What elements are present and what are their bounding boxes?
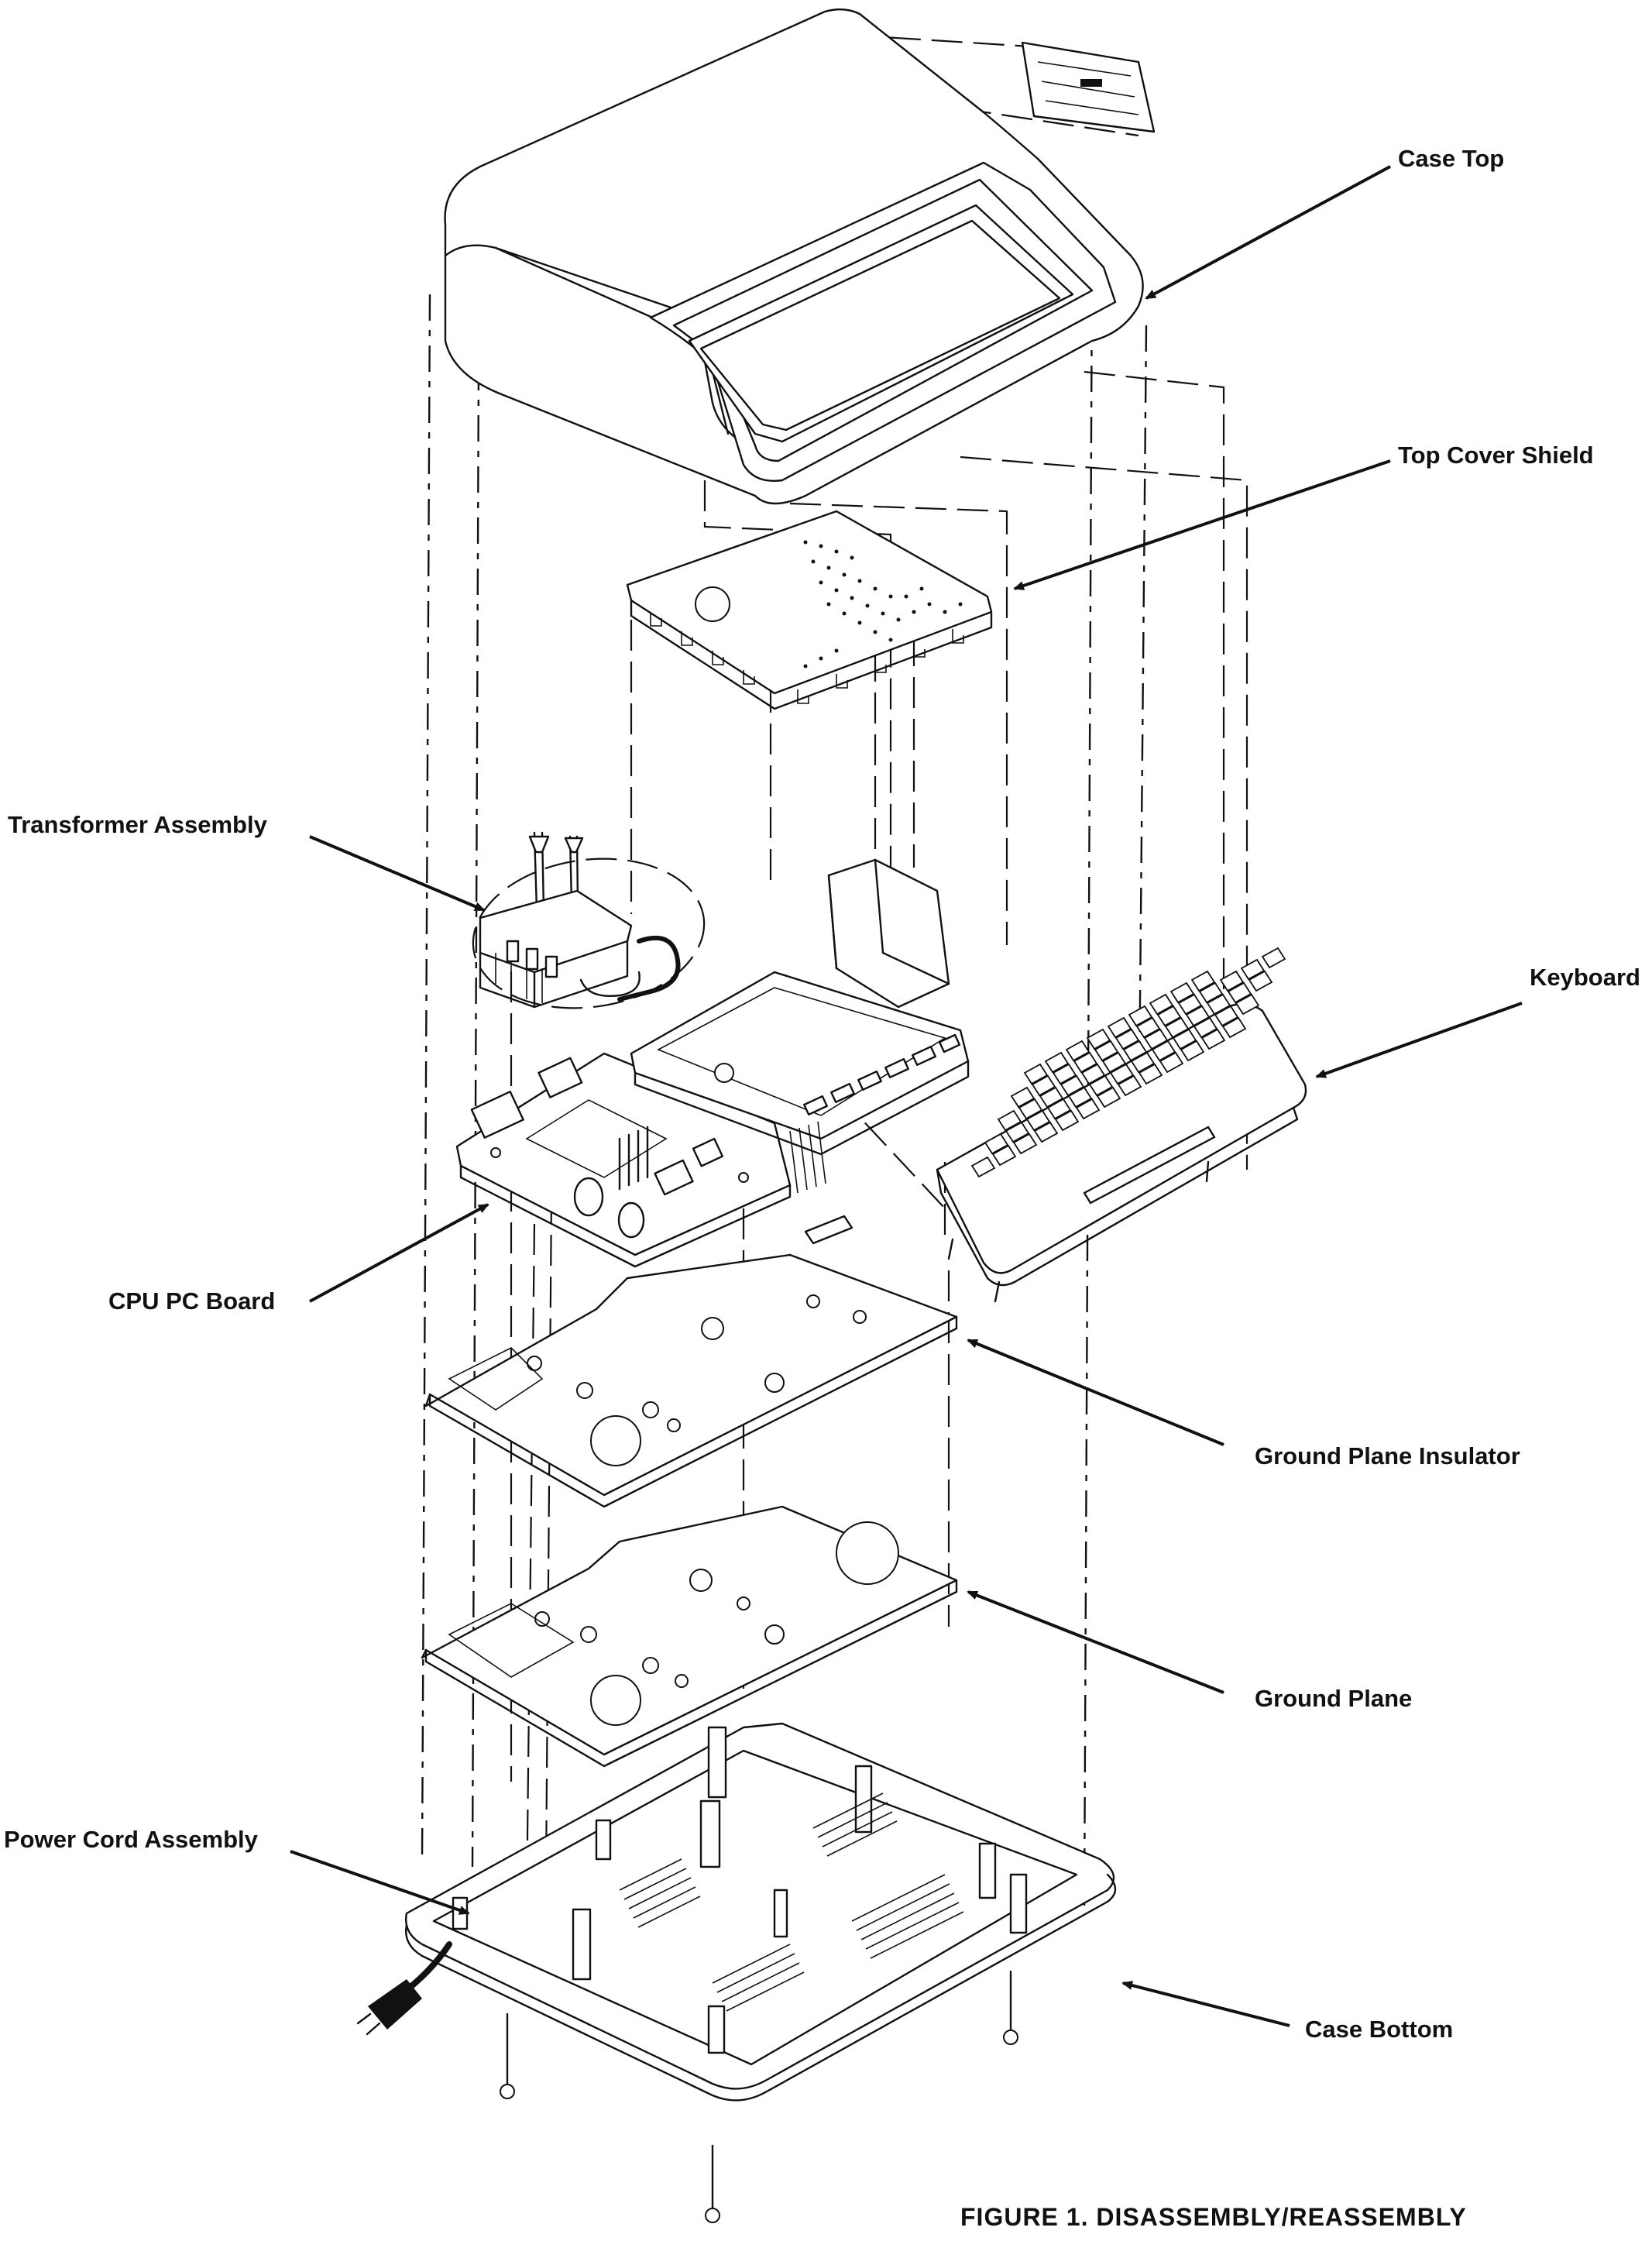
keycap xyxy=(1025,1109,1051,1132)
keycap xyxy=(1052,1063,1077,1085)
figure-caption: FIGURE 1. DISASSEMBLY/REASSEMBLY xyxy=(960,2203,1467,2231)
keycap xyxy=(1164,1016,1190,1039)
keycap xyxy=(1180,1040,1205,1062)
ground-plane-insulator xyxy=(424,1253,958,1508)
keycap xyxy=(1039,1086,1064,1108)
keycap xyxy=(1075,1098,1101,1120)
keycap xyxy=(1086,1028,1111,1050)
keycap xyxy=(1033,1121,1059,1143)
label-power-cord-assembly: Power Cord Assembly xyxy=(4,1826,259,1853)
keycap xyxy=(1193,1016,1218,1039)
keycap xyxy=(1185,1005,1211,1027)
keycap xyxy=(1240,958,1266,981)
case-bottom-vents xyxy=(619,1792,964,2012)
keycap xyxy=(1114,1028,1140,1050)
keycap xyxy=(1177,993,1203,1016)
keycap xyxy=(1067,1086,1093,1108)
keycap xyxy=(1172,1028,1197,1050)
keycap xyxy=(1214,1005,1239,1027)
callout-arrows xyxy=(290,165,1523,2027)
video-board xyxy=(630,858,970,1245)
cpu-pc-board xyxy=(455,1052,792,1268)
case-top xyxy=(444,8,1144,505)
keycap xyxy=(984,1133,1009,1155)
keycap xyxy=(1046,1098,1072,1120)
keycap xyxy=(1190,970,1216,992)
power-cord-plug xyxy=(356,1941,452,2036)
keycap xyxy=(1101,1051,1127,1074)
keycap xyxy=(1012,1133,1038,1155)
keycap xyxy=(970,1156,996,1178)
label-transformer-assembly: Transformer Assembly xyxy=(8,811,268,838)
shield-vent-dots xyxy=(803,540,963,669)
keycap xyxy=(1018,1098,1043,1120)
keycap xyxy=(1109,1063,1135,1085)
top-cover-shield xyxy=(626,510,993,710)
label-ground-plane-insulator: Ground Plane Insulator xyxy=(1255,1442,1520,1469)
rear-bracket xyxy=(1021,41,1156,133)
keycap xyxy=(1128,1005,1153,1027)
keycap xyxy=(1206,993,1231,1016)
keycap xyxy=(1130,1051,1156,1074)
transformer-assembly xyxy=(472,831,706,1009)
keycap xyxy=(1143,1028,1169,1050)
keycap xyxy=(997,1109,1022,1132)
keycap xyxy=(1073,1051,1098,1074)
keycap xyxy=(1159,1051,1184,1074)
keycap xyxy=(1135,1016,1161,1039)
keycap xyxy=(1200,1028,1226,1050)
keycap xyxy=(1031,1074,1056,1097)
keycap xyxy=(1060,1074,1085,1097)
keyboard xyxy=(936,947,1307,1303)
keycap xyxy=(1149,993,1174,1016)
keycap xyxy=(1005,1121,1030,1143)
keycap xyxy=(1065,1040,1090,1062)
label-case-top: Case Top xyxy=(1398,145,1504,172)
case-bottom-posts xyxy=(452,1726,1028,2054)
keycap xyxy=(1219,970,1245,992)
keycap xyxy=(1107,1016,1132,1039)
keycap xyxy=(1227,981,1252,1004)
keycap xyxy=(991,1144,1017,1167)
keycap xyxy=(1023,1063,1049,1085)
keycap xyxy=(1235,993,1260,1016)
keycap xyxy=(1096,1086,1121,1108)
keycap xyxy=(1044,1051,1070,1074)
label-keyboard: Keyboard xyxy=(1530,964,1640,991)
keycap xyxy=(1248,970,1273,992)
keycap xyxy=(1080,1063,1106,1085)
keycap xyxy=(1198,981,1224,1004)
keycap xyxy=(1138,1063,1163,1085)
label-case-bottom: Case Bottom xyxy=(1305,2016,1453,2043)
keycap xyxy=(1169,981,1195,1004)
case-bottom-screws xyxy=(500,1970,1018,2223)
keycap xyxy=(1156,1005,1182,1027)
ground-plane xyxy=(421,1505,958,1768)
case-bottom xyxy=(405,1722,1117,2102)
keycap xyxy=(1010,1086,1036,1108)
label-ground-plane: Ground Plane xyxy=(1255,1685,1412,1712)
board-chips xyxy=(803,1033,961,1116)
alignment-lines xyxy=(421,33,1248,1906)
keycap xyxy=(1088,1074,1114,1097)
label-cpu-pc-board: CPU PC Board xyxy=(108,1287,275,1315)
keycap xyxy=(1117,1074,1142,1097)
keycap xyxy=(1094,1040,1119,1062)
keycap xyxy=(1122,1040,1148,1062)
label-top-cover-shield: Top Cover Shield xyxy=(1398,442,1594,469)
keycap xyxy=(1151,1040,1176,1062)
keycap xyxy=(1261,947,1286,969)
keycap xyxy=(1054,1109,1080,1132)
keycap xyxy=(1221,1016,1247,1039)
keyboard-keys xyxy=(970,947,1286,1178)
